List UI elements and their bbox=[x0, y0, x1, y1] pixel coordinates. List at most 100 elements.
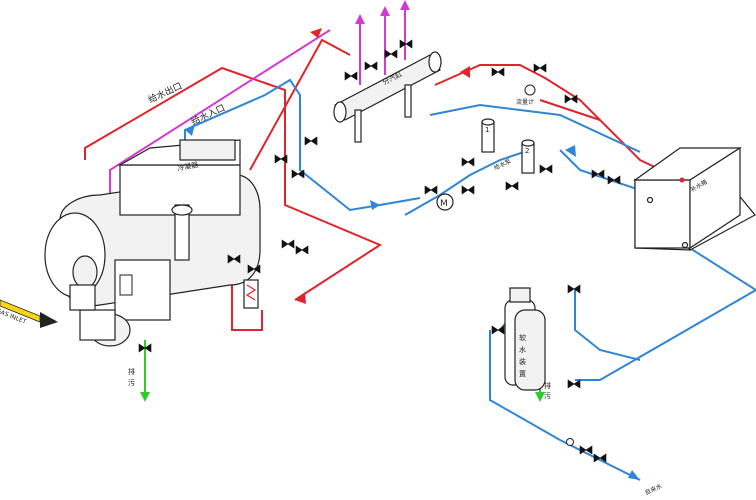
fuel-inlet-arrowhead bbox=[40, 312, 58, 328]
valve-pump-1 bbox=[424, 185, 438, 195]
valve-feed-2 bbox=[291, 169, 305, 179]
flow-meter-gauge bbox=[524, 84, 536, 96]
softener bbox=[504, 287, 546, 391]
valve-drain-left bbox=[138, 343, 152, 353]
softener-head bbox=[509, 287, 531, 303]
boiler bbox=[44, 139, 261, 347]
steam-header-leg-1 bbox=[354, 109, 362, 143]
arrow-steam-2 bbox=[460, 66, 470, 78]
filter-body bbox=[243, 279, 259, 309]
flow-arrows bbox=[185, 28, 640, 480]
valve-tank-in-2 bbox=[607, 175, 621, 185]
feed-pipe-header-bottom bbox=[429, 103, 641, 153]
boiler-burner-port bbox=[72, 255, 98, 289]
arrow-feed-4 bbox=[565, 145, 576, 157]
tap-check-valve bbox=[566, 438, 574, 446]
label-drain-right-2: 污 bbox=[544, 392, 551, 400]
burner-housing bbox=[69, 284, 96, 311]
valve-pump-3 bbox=[461, 185, 475, 195]
valve-tap-1 bbox=[579, 445, 593, 455]
valve-pump-5 bbox=[539, 164, 553, 174]
motor-pump bbox=[436, 193, 454, 211]
tank-nozzle-red bbox=[679, 177, 685, 183]
feed-water-pipes bbox=[184, 78, 756, 481]
valve-exhaust-1 bbox=[344, 71, 358, 81]
steam-header-body bbox=[334, 54, 441, 121]
steam-pipe-to-header bbox=[249, 38, 351, 171]
valve-pump-2 bbox=[461, 157, 475, 167]
feed-pipe-inlet bbox=[184, 78, 421, 212]
label-flow-meter: 流量计 bbox=[516, 98, 534, 106]
pump-1-number: 1 bbox=[485, 126, 489, 134]
valve-exhaust-2 bbox=[364, 61, 378, 71]
label-softener-3: 装 bbox=[519, 357, 526, 366]
blower-housing bbox=[79, 309, 116, 341]
tank-nozzle-left bbox=[646, 196, 654, 204]
exhaust-arrow-1 bbox=[355, 14, 365, 24]
steam-header-leg-2 bbox=[404, 84, 412, 118]
valve-feed-1 bbox=[274, 154, 288, 164]
tank-front-rect bbox=[634, 179, 691, 249]
label-tap-water: 自来水 bbox=[643, 482, 663, 497]
exhaust-arrow-3 bbox=[400, 0, 410, 10]
label-drain-right-1: 排 bbox=[544, 381, 551, 390]
valve-steam-out-3 bbox=[564, 94, 578, 104]
arrow-feed-3 bbox=[628, 470, 640, 480]
valve-exhaust-3 bbox=[384, 49, 398, 59]
feed-pipe-tank-out bbox=[575, 244, 756, 381]
valve-tap-2 bbox=[593, 453, 607, 463]
control-panel-screen bbox=[119, 274, 133, 296]
valve-exhaust-4 bbox=[399, 39, 413, 49]
valve-softener-2 bbox=[567, 379, 581, 389]
boiler-front bbox=[44, 212, 106, 298]
feed-pumps: 1 2 M bbox=[436, 118, 535, 211]
feed-pipe-tank-in bbox=[559, 149, 641, 191]
boiler-control-panel bbox=[114, 259, 171, 321]
label-condenser: 冷凝器 bbox=[177, 160, 199, 173]
valve-tank-in-1 bbox=[591, 169, 605, 179]
valve-pump-4 bbox=[505, 181, 519, 191]
feed-pipe-softener-right bbox=[574, 290, 641, 361]
steam-pipe-feed-outlet bbox=[84, 66, 383, 301]
steam-header-end-right bbox=[428, 51, 442, 73]
label-drain-left-2: 污 bbox=[128, 379, 135, 387]
tank-nozzle-bottom bbox=[681, 241, 689, 249]
drain-arrow-right bbox=[535, 392, 545, 402]
valve-softener-left bbox=[491, 325, 505, 335]
drain-arrow-left bbox=[140, 392, 150, 402]
exhaust-arrows bbox=[355, 0, 410, 24]
feed-pipe-pump-line bbox=[404, 149, 531, 216]
valve-steam-out-1 bbox=[491, 67, 505, 77]
softener-salt-tank bbox=[514, 309, 546, 391]
valve-red-return-2 bbox=[247, 264, 261, 274]
pump-1-cap bbox=[481, 118, 495, 126]
exhaust-pipes bbox=[109, 4, 406, 195]
pump-2-cap bbox=[521, 139, 535, 147]
arrow-steam-1 bbox=[310, 28, 322, 38]
pump-2-number: 2 bbox=[525, 147, 529, 155]
cyclone-filter bbox=[243, 279, 259, 309]
fuel-inlet: GAS INLET bbox=[0, 299, 58, 328]
steam-pipe-bypass bbox=[539, 99, 601, 121]
valve-boiler-side-2 bbox=[295, 245, 309, 255]
steam-header-end-left bbox=[333, 101, 347, 123]
tank-side bbox=[689, 146, 741, 250]
motor-pump-symbol: M bbox=[440, 199, 448, 209]
steam-header bbox=[333, 51, 442, 143]
valve-boiler-side-1 bbox=[281, 239, 295, 249]
valve-steam-out-2 bbox=[533, 63, 547, 73]
boiler-stack-cap bbox=[171, 204, 193, 216]
arrow-steam-3 bbox=[295, 292, 306, 304]
valve-softener-1 bbox=[567, 284, 581, 294]
label-softener-2: 水 bbox=[519, 345, 526, 354]
arrow-feed-2 bbox=[370, 200, 380, 210]
drain-pipes bbox=[144, 340, 541, 395]
condenser-inlet bbox=[179, 139, 236, 161]
valve-feed-3 bbox=[304, 136, 318, 146]
steam-pipe-header-out bbox=[434, 64, 683, 181]
valve-red-return-1 bbox=[227, 254, 241, 264]
arrow-feed-1 bbox=[185, 124, 195, 136]
water-tank bbox=[633, 146, 756, 251]
drain-arrows bbox=[140, 392, 545, 402]
